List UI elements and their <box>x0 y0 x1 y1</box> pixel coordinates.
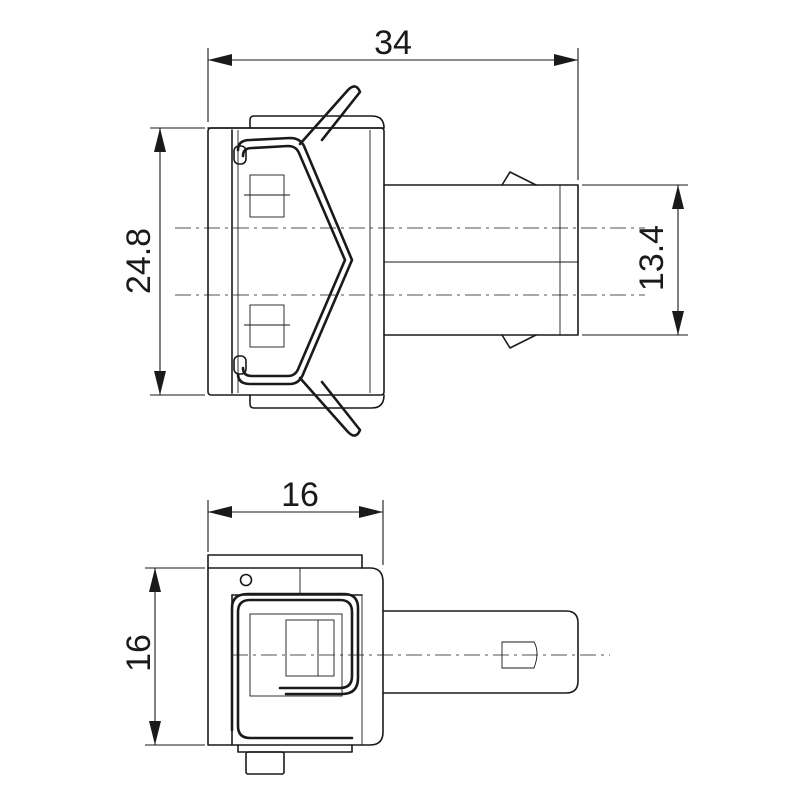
wire-clip-loop <box>230 592 360 740</box>
dim-label-body-height: 24.8 <box>120 228 158 294</box>
dim-label-overall-length: 34 <box>374 24 412 62</box>
dimension-body-width: 16 <box>207 476 384 565</box>
connector-body <box>207 115 385 409</box>
dim-label-tube-height: 13.4 <box>633 225 671 291</box>
dim-label-body-width: 16 <box>281 476 319 514</box>
spring-clip <box>233 85 362 437</box>
dimension-tube-height: 13.4 <box>582 184 688 336</box>
side-view: 34 24.8 13.4 <box>120 24 688 437</box>
end-view: 16 16 <box>120 476 610 775</box>
tube-end <box>382 610 579 694</box>
dimension-body-height: 24.8 <box>120 127 205 396</box>
connector-tube <box>383 171 579 349</box>
dimension-overall-length: 34 <box>207 24 579 180</box>
dim-label-body-height-end: 16 <box>120 634 158 672</box>
dimension-body-height-end: 16 <box>120 567 205 746</box>
center-lines <box>175 227 645 296</box>
